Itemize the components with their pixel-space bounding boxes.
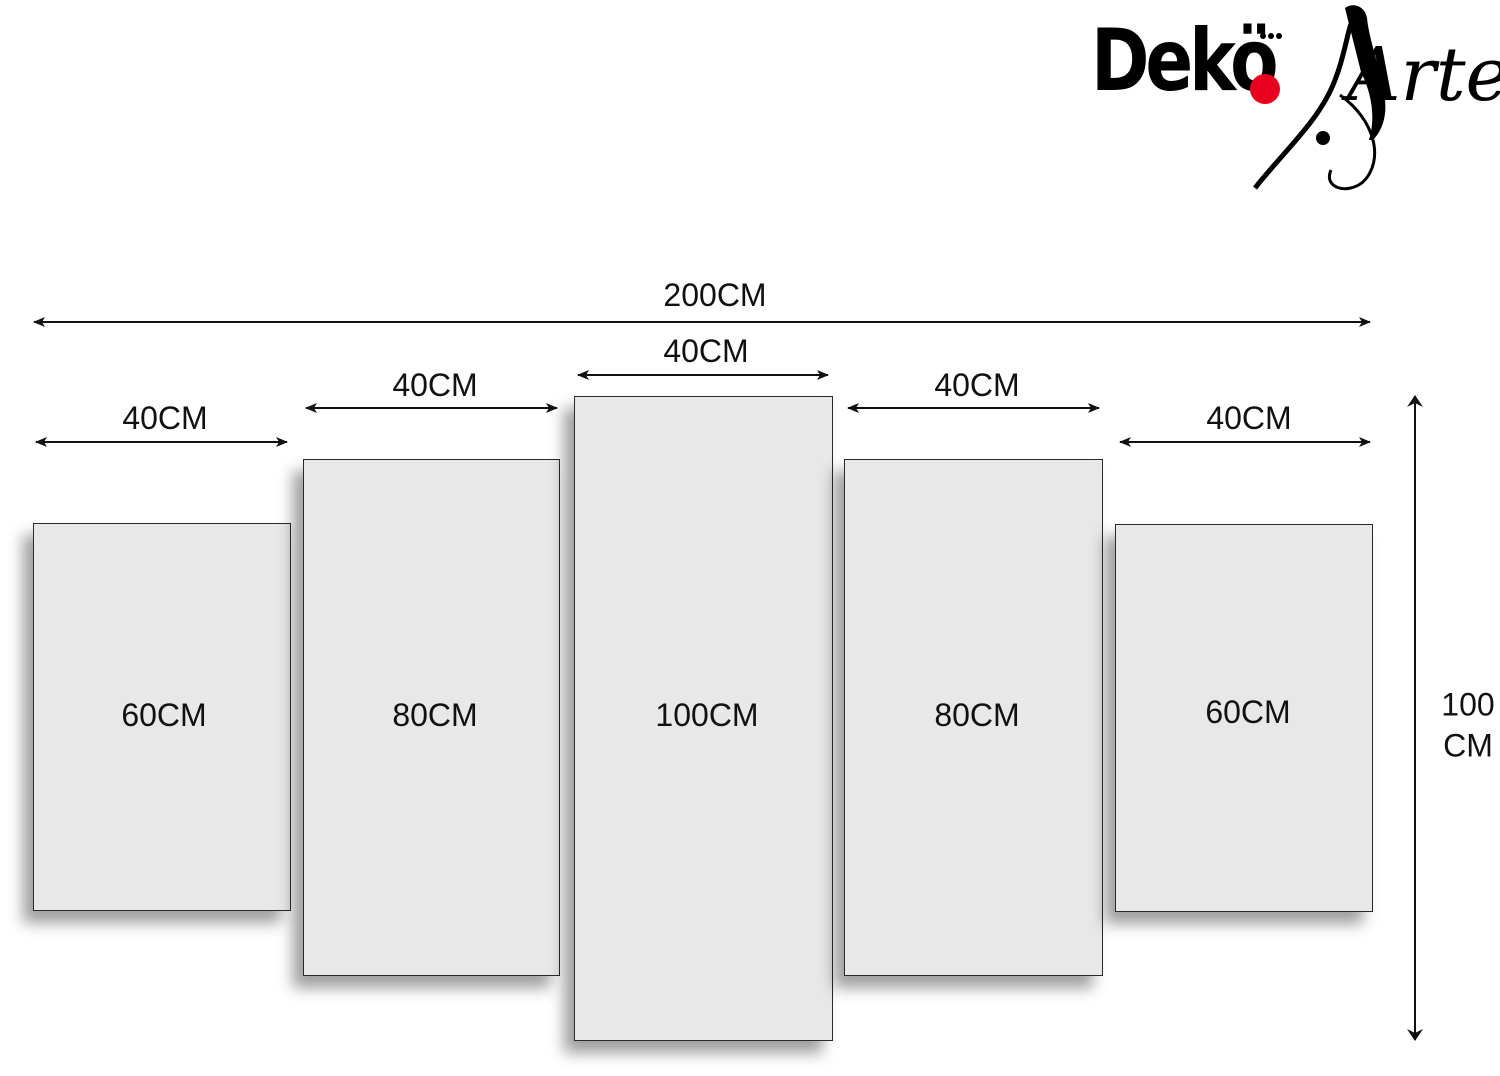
panel-3-width-label: 40CM — [663, 333, 749, 369]
total-height-label-line2: CM — [1443, 727, 1493, 764]
brand-logo: Dekö Arte — [1085, 0, 1500, 200]
panel-2-width-label: 40CM — [392, 367, 478, 403]
total-width-label: 200CM — [663, 277, 767, 313]
logo-script-wordmark: Arte — [1347, 32, 1500, 118]
total-height-label-line1: 100 — [1441, 686, 1495, 723]
panel-4-width-label: 40CM — [934, 367, 1020, 403]
panel-1-height-label: 60CM — [119, 695, 209, 735]
panel-3-height-label: 100CM — [653, 695, 761, 735]
panel-5-width-label: 40CM — [1206, 400, 1292, 436]
panel-4-height-label: 80CM — [932, 695, 1022, 735]
logo-red-dot — [1250, 74, 1280, 104]
panel-2-height-label: 80CM — [390, 695, 480, 735]
panel-5-height-label: 60CM — [1203, 692, 1293, 732]
panel-1-width-label: 40CM — [122, 400, 208, 436]
saxophonist-silhouette-icon — [1253, 5, 1386, 191]
logo-wordmark: Dekö — [1091, 11, 1279, 111]
